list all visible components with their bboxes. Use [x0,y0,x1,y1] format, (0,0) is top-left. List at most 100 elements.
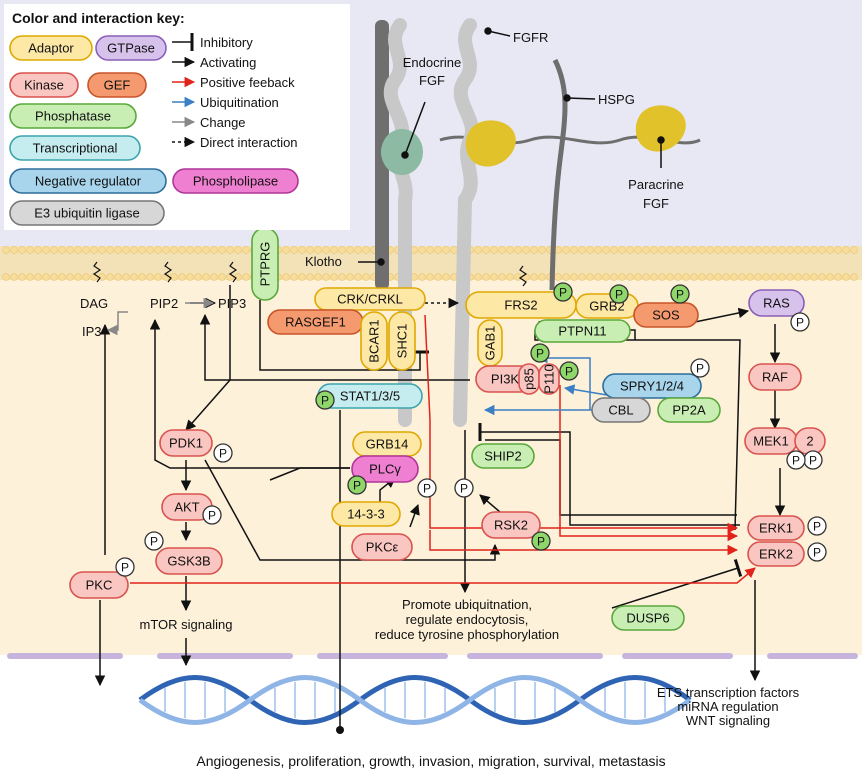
legend-gef-label: GEF [104,78,131,93]
paracrine-fgf-ligand-right [635,105,686,152]
legend-gtpase-label: GTPase [107,41,155,56]
stat-label: STAT1/3/5 [340,389,400,404]
phospho-badge: P [347,475,367,495]
phospho-badge: P [609,284,629,304]
ras-node: RAS [748,289,805,317]
phospho-badge: P [202,505,222,525]
phospho-badge: P [531,531,551,551]
phospho-badge: P [417,478,437,498]
pkc-node: PKC [69,571,129,599]
rsk2-node: RSK2 [481,511,541,539]
phospho-badge: P [803,450,823,470]
shc1-label: SHC1 [395,324,410,359]
phospho-badge: P [690,358,710,378]
p110-label: P110 [542,364,557,393]
legend-e3-ligase: E3 ubiquitin ligase [9,200,165,226]
endocrine-fgf-ligand [381,129,423,175]
legend-positive-feedback: Positive feeback [200,75,295,90]
phospho-label: P [353,479,361,493]
phospho-label: P [796,316,804,330]
phospho-label: P [615,288,623,302]
klotho-label: Klotho [305,254,342,269]
dusp6-node: DUSP6 [611,605,685,631]
legend-adaptor: Adaptor [9,35,93,61]
dusp6-label: DUSP6 [626,611,669,626]
mek2-node: 2 [794,427,826,455]
pip2-label: PIP2 [150,296,178,311]
legend-ubiquitination: Ubiquitination [200,95,279,110]
legend-negative-regulator-label: Negative regulator [35,174,142,189]
phospho-badge: P [807,516,827,536]
hspg-core [549,58,568,291]
dna-helix [138,675,692,734]
gab1-node: GAB1 [477,319,503,367]
paracrine-fgf-label: FGF [643,196,669,211]
mek1-node: MEK1 [744,427,798,455]
p85-node: p85 [518,363,540,395]
grb2-node: GRB2 [575,293,639,319]
endpoint-ubiq-line-3: reduce tyrosine phosphorylation [375,627,559,642]
phospho-label: P [809,454,817,468]
phospho-label: P [219,447,227,461]
pp2a-label: PP2A [672,403,706,418]
cbl-label: CBL [608,403,633,418]
bcar1-node: BCAR1 [360,311,388,371]
p110-node: P110 [538,363,560,395]
bcar1-label: BCAR1 [367,319,382,362]
pip3-label: PIP3 [218,296,246,311]
phospho-badge: P [807,542,827,562]
legend-kinase: Kinase [9,72,79,98]
legend-transcriptional-label: Transcriptional [33,141,118,156]
phospho-badge: P [144,531,164,551]
akt-label: AKT [174,500,199,515]
phospho-label: P [208,509,216,523]
raf-node: RAF [748,363,802,391]
ship2-label: SHIP2 [484,449,522,464]
ets-line-2: miRNA regulation [677,699,778,714]
endocrine-fgf-label: FGF [419,73,445,88]
legend-title: Color and interaction key: [12,10,185,26]
phospho-label: P [676,288,684,302]
erk1-node: ERK1 [747,515,805,541]
sos-node: SOS [633,302,699,328]
frs2-label: FRS2 [504,298,537,313]
hspg-label: HSPG [598,92,635,107]
phospho-label: P [813,520,821,534]
nucleus-region [0,655,862,777]
pkc-label: PKC [86,578,113,593]
phospho-badge: P [790,312,810,332]
legend-gef: GEF [87,72,147,98]
ptprg-node: PTPRG [251,227,279,301]
p85-label: p85 [522,368,537,390]
mek2-label: 2 [806,434,813,449]
gsk3b-label: GSK3B [167,554,210,569]
phospho-badge: P [315,390,335,410]
phospho-label: P [565,365,573,379]
phospho-badge: P [454,478,474,498]
spry-node: SPRY1/2/4 [602,373,702,399]
phospho-badge: P [553,282,573,302]
legend-inhibitory: Inhibitory [200,35,253,50]
mek1-label: MEK1 [753,434,788,449]
phospho-badge: P [115,557,135,577]
ship2-node: SHIP2 [471,443,535,469]
phospho-label: P [321,394,329,408]
ptpn11-label: PTPN11 [558,324,606,339]
endpoint-ubiq-line-2: regulate endocytosis, [406,612,529,627]
protein-1433-node: 14-3-3 [331,501,401,527]
fgfr-label: FGFR [513,30,548,45]
phospho-label: P [150,535,158,549]
phospho-badge: P [559,361,579,381]
legend-direct-interaction: Direct interaction [200,135,298,150]
cbl-node: CBL [591,397,651,423]
legend-adaptor-label: Adaptor [28,41,74,56]
phospho-badge: P [530,343,550,363]
gsk3b-node: GSK3B [155,547,223,575]
legend: Color and interaction key: Adaptor GTPase… [4,4,350,230]
endpoint-ubiq-line-1: Promote ubiquitnation, [402,597,532,612]
edges [94,285,786,730]
bottom-outcomes: Angiogenesis, proliferation, growth, inv… [196,753,665,769]
crk-node: CRK/CRKL [314,287,426,311]
